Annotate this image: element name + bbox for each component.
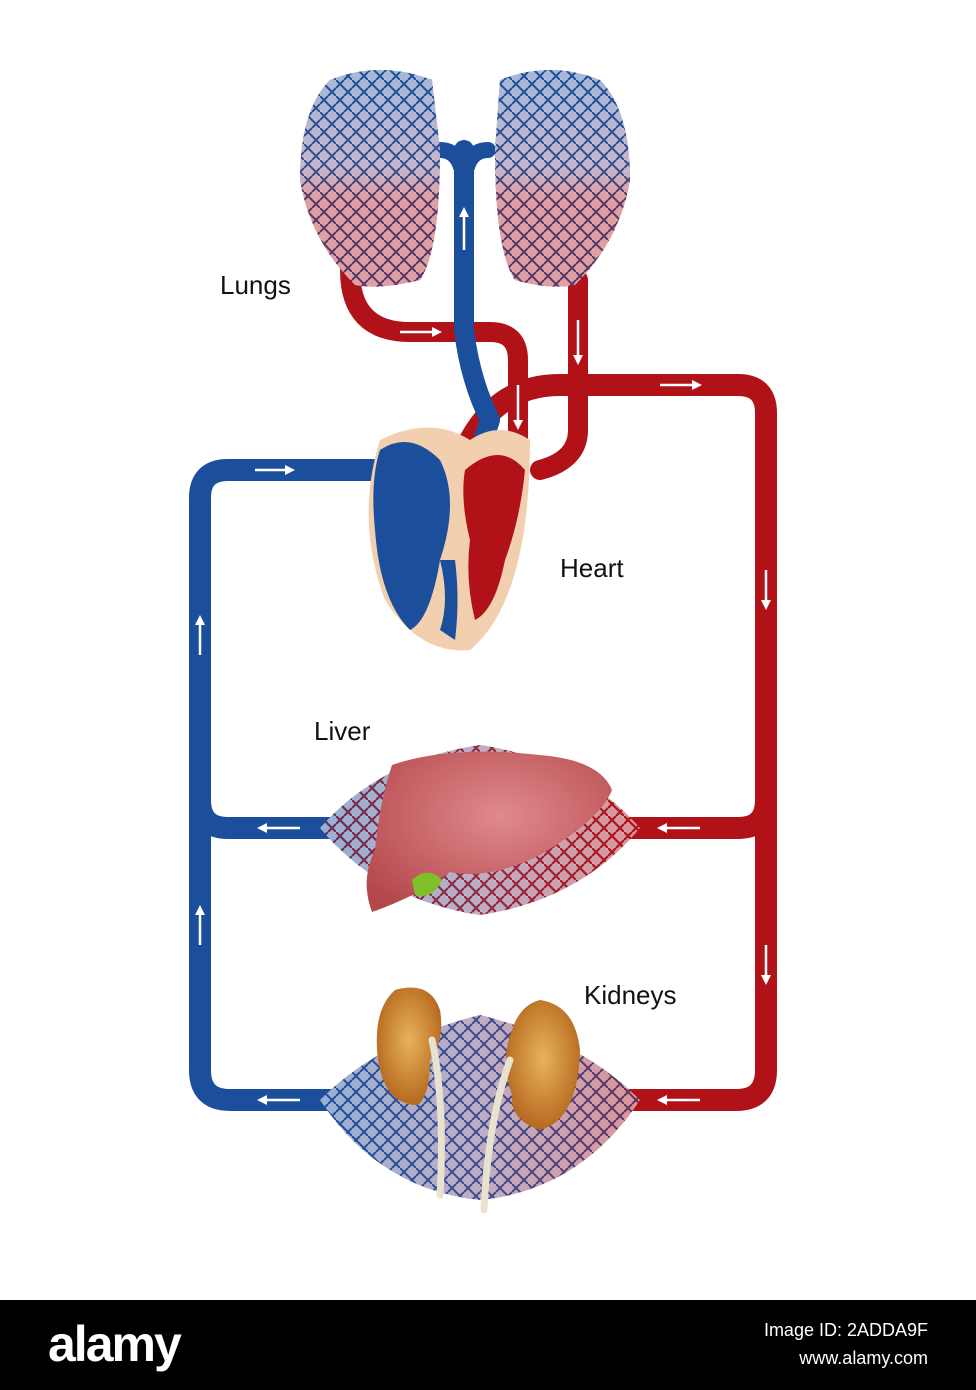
watermark-footer: alamy Image ID: 2ADDA9F www.alamy.com: [0, 1300, 976, 1390]
left-ureter: [428, 1036, 445, 1199]
site-url-text: www.alamy.com: [799, 1348, 928, 1368]
venous-loop: [189, 459, 421, 1111]
circulation-diagram: [189, 70, 777, 1214]
liver-label: Liver: [314, 716, 371, 746]
right-ureter: [480, 1056, 514, 1214]
flow-arrows: [195, 207, 771, 1105]
image-id-text: Image ID: 2ADDA9F: [763, 1320, 928, 1340]
brand-logo: alamy: [48, 1316, 182, 1372]
kidneys: [376, 987, 580, 1214]
kidney-capillary-bed: [320, 1015, 640, 1200]
lungs-label: Lungs: [220, 270, 291, 300]
lungs: [300, 70, 630, 287]
heart-label: Heart: [560, 553, 624, 583]
liver: [366, 751, 612, 912]
arterial-loop: [459, 374, 777, 1111]
kidneys-label: Kidneys: [584, 980, 677, 1010]
heart: [368, 427, 530, 651]
